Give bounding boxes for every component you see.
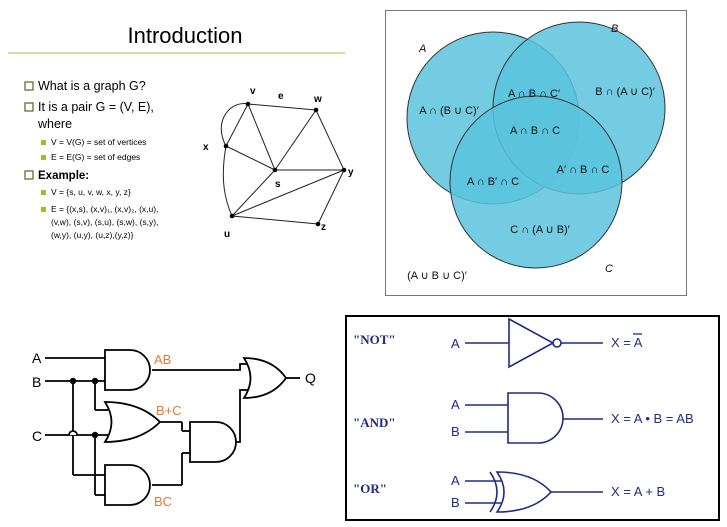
or-gate-output	[242, 357, 288, 399]
graph-vertex	[223, 143, 229, 149]
sub-bullet-text: V = V(G) = set of vertices	[51, 137, 146, 147]
set-label-c: C	[605, 263, 613, 275]
and-gate-bc	[104, 464, 151, 506]
vertex-label: w	[313, 94, 322, 105]
graph-edge	[247, 103, 317, 111]
graph-drawing	[220, 103, 345, 225]
region-c-only: C ∩ (A ∪ B)′	[510, 224, 570, 236]
graph-slide-panel: Introduction What is a graph G? It is a …	[0, 0, 360, 268]
venn-circle-c	[449, 95, 623, 269]
set-label-b: B	[611, 23, 618, 35]
not-gate-bubble	[552, 338, 562, 348]
input-label-c: C	[32, 428, 42, 444]
region-a-only: A ∩ (B ∪ C)′	[419, 105, 479, 117]
region-b-only: B ∩ (A ∪ C)′	[595, 86, 655, 98]
sub-bullet-text: E = E(G) = set of edges	[51, 152, 140, 162]
gate-label-b-plus-c: B+C	[156, 403, 182, 418]
gate-name-or: "OR"	[353, 481, 387, 496]
set-label-a: A	[418, 43, 426, 55]
example-label: Example:	[38, 170, 89, 182]
vertex-label: y	[348, 167, 354, 178]
gate-label-bc: BC	[154, 494, 172, 509]
and-expression: X = A • B = AB	[611, 411, 694, 426]
graph-edge	[231, 169, 345, 217]
logic-circuit-panel: A B C Q AB B+C BC	[0, 330, 345, 527]
region-ab: A ∩ B ∩ C′	[508, 88, 560, 100]
or-gate-b-plus-c	[103, 401, 162, 443]
graph-vertex	[315, 221, 321, 227]
or-input-a: A	[451, 473, 460, 488]
bullet-text: where	[37, 117, 72, 131]
input-label-a: A	[32, 350, 42, 366]
region-bc: A′ ∩ B ∩ C	[557, 164, 610, 176]
and-input-a: A	[451, 397, 460, 412]
graph-edge	[315, 109, 345, 171]
region-abc: A ∩ B ∩ C	[510, 125, 560, 137]
input-label-b: B	[32, 374, 41, 390]
bullet-text: What is a graph G?	[38, 79, 146, 93]
example-item: E = {(x,s), (x,v)₁, (x,v)₂, (x,u),	[51, 204, 158, 214]
graph-vertex	[245, 101, 251, 107]
not-input-a: A	[451, 336, 460, 351]
logic-gates-panel: "NOT" "AND" "OR" A A B A B	[345, 315, 720, 521]
graph-edge	[317, 169, 345, 225]
graph-edge	[274, 109, 317, 171]
vertex-label: v	[250, 86, 256, 97]
output-label-q: Q	[305, 370, 316, 386]
graph-edge	[222, 145, 233, 217]
graph-edge	[231, 169, 276, 217]
sub-bullet-icon	[41, 190, 46, 195]
or-input-b: B	[451, 495, 460, 510]
or-gate-symbol	[495, 471, 553, 513]
bullet-square-icon	[24, 102, 34, 112]
graph-edge	[225, 145, 276, 171]
venn-circles	[406, 21, 666, 269]
gate-name-not: "NOT"	[353, 332, 396, 347]
region-outside: (A ∪ B ∪ C)′	[407, 270, 467, 282]
example-item: V = {s, u, v, w, x, y, z}	[51, 187, 131, 197]
graph-vertex	[313, 107, 319, 113]
gate-name-and: "AND"	[353, 415, 396, 430]
sub-bullet-icon	[41, 207, 46, 212]
and-gate-ab	[104, 349, 151, 391]
graph-edge	[231, 215, 319, 225]
circuit-gates	[103, 349, 288, 506]
vertex-label: z	[321, 222, 326, 233]
not-gate-triangle	[508, 317, 555, 369]
vertex-label: u	[224, 229, 230, 240]
graph-edge	[247, 103, 276, 171]
venn-diagram-panel: A B C A ∩ (B ∪ C)′ A ∩ B ∩ C′ B ∩ (A ∪ C…	[385, 10, 687, 296]
example-item: (v,w), (s,v), (s,u), (s,w), (s,y),	[51, 217, 159, 227]
gate-label-ab: AB	[154, 352, 171, 367]
graph-vertices	[223, 101, 347, 227]
graph-edge	[220, 103, 249, 147]
not-expression: X = A	[611, 335, 643, 350]
bullet-square-icon	[24, 81, 34, 91]
gate-symbols	[465, 317, 603, 513]
region-ac: A ∩ B′ ∩ C	[467, 176, 519, 188]
vertex-label: s	[275, 179, 281, 190]
bullet-text: It is a pair G = (V, E),	[38, 100, 154, 114]
and-gate-symbol	[507, 392, 564, 444]
example-item: (w,y), (u,y), (u,z),(y,z)}	[51, 230, 134, 240]
edge-label: e	[278, 91, 284, 102]
graph-vertex	[272, 167, 278, 173]
wire-crossovers	[68, 430, 78, 436]
graph-vertex	[341, 167, 347, 173]
sub-bullet-icon	[41, 155, 46, 160]
graph-vertex	[229, 213, 235, 219]
slide-title: Introduction	[128, 23, 243, 48]
vertex-label: x	[203, 142, 209, 153]
graph-edge	[225, 103, 249, 147]
and-gate-final	[189, 421, 237, 463]
bullet-square-icon	[24, 170, 34, 180]
junction-dots	[69, 377, 99, 439]
or-expression: X = A + B	[611, 484, 665, 499]
sub-bullet-icon	[41, 140, 46, 145]
and-input-b: B	[451, 424, 460, 439]
